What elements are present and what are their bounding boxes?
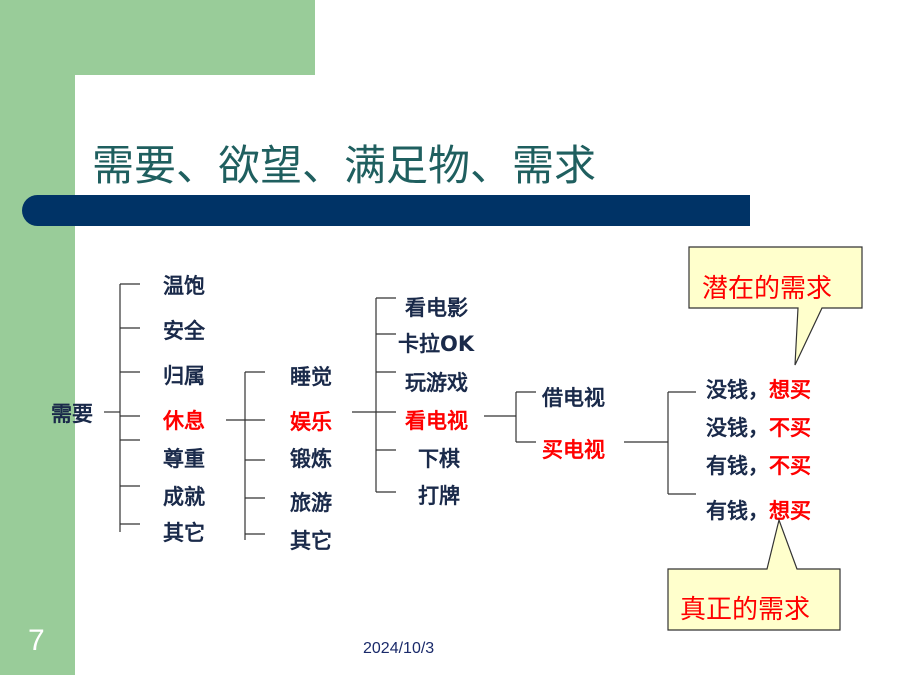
level1-item: 温饱: [163, 274, 205, 298]
level3-item: 卡拉OK: [398, 332, 475, 356]
level4-item: 借电视: [542, 386, 605, 410]
level1-item-highlighted: 休息: [163, 409, 205, 433]
real-demand-callout: [667, 517, 841, 631]
level3-item-highlighted: 看电视: [405, 409, 468, 433]
level1-item: 其它: [163, 521, 205, 545]
left-green-band: [0, 0, 75, 675]
level5-prefix: 没钱，: [706, 416, 769, 440]
level2-item: 锻炼: [290, 447, 332, 471]
top-green-band: [75, 0, 315, 75]
level5-suffix: 想买: [769, 378, 811, 402]
level5-prefix: 有钱，: [706, 454, 769, 478]
title-underline-bar: [22, 195, 750, 226]
level5-suffix: 不买: [769, 416, 811, 440]
level2-item-highlighted: 娱乐: [290, 410, 332, 434]
level5-prefix: 有钱，: [706, 499, 769, 523]
latent-demand-callout: [688, 246, 863, 366]
level1-item: 尊重: [163, 447, 205, 471]
level2-item: 其它: [290, 529, 332, 553]
level5-suffix: 想买: [769, 499, 811, 523]
level3-item: 看电影: [405, 296, 468, 320]
slide-date: 2024/10/3: [363, 640, 435, 657]
root-need: 需要: [51, 402, 93, 426]
level2-item: 旅游: [290, 491, 332, 515]
level5-item: 有钱，想买: [706, 495, 811, 525]
level2-item: 睡觉: [290, 365, 332, 389]
level1-item: 归属: [163, 364, 205, 388]
latent-demand-label: 潜在的需求: [702, 274, 833, 304]
level3-item: 打牌: [418, 484, 460, 508]
level5-item: 没钱，不买: [706, 412, 811, 442]
level3-item: 下棋: [418, 447, 460, 471]
level1-item: 成就: [163, 485, 205, 509]
level5-item: 有钱，不买: [706, 450, 811, 480]
slide-title: 需要、欲望、满足物、需求: [92, 141, 597, 190]
level5-prefix: 没钱，: [706, 378, 769, 402]
real-demand-label: 真正的需求: [680, 595, 811, 625]
level4-item-highlighted: 买电视: [542, 438, 605, 462]
level5-item: 没钱，想买: [706, 374, 811, 404]
level1-item: 安全: [163, 319, 205, 343]
level3-item: 玩游戏: [405, 371, 468, 395]
slide-number: 7: [28, 624, 45, 657]
level5-suffix: 不买: [769, 454, 811, 478]
